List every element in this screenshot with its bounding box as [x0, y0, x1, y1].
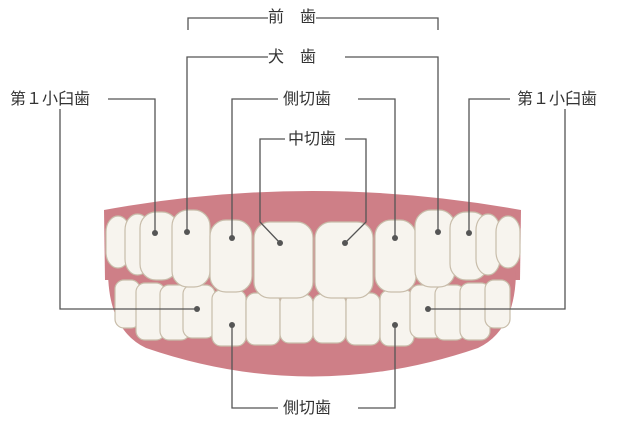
first-premolar-right-leader-line [428, 98, 566, 310]
leader-dot [194, 306, 200, 312]
lateral-incisor-lower-leader-line [231, 325, 396, 409]
label-lateral-incisor-lower: 側切歯 [283, 398, 332, 418]
lower-tooth-5 [211, 289, 247, 347]
leader-dot [435, 229, 441, 235]
label-first-premolar-right: 第１小臼歯 [517, 89, 598, 109]
upper-tooth-12 [495, 215, 521, 269]
label-first-premolar-left: 第１小臼歯 [10, 89, 91, 109]
leader-dot [184, 229, 190, 235]
lower-tooth-14 [484, 279, 511, 329]
upper-tooth-5 [209, 219, 253, 293]
lower-tooth-6 [245, 292, 281, 346]
lower-tooth-10 [379, 289, 415, 347]
leader-dot [466, 230, 472, 236]
upper-tooth-6 [253, 221, 314, 299]
leader-dot [152, 230, 158, 236]
leader-dot [342, 240, 348, 246]
leader-dot [425, 306, 431, 312]
upper-tooth-7 [314, 221, 374, 299]
leader-dot [277, 240, 283, 246]
leader-dot [229, 235, 235, 241]
leader-dot [392, 322, 398, 328]
upper-tooth-9 [414, 209, 456, 288]
upper-tooth-4 [171, 209, 211, 288]
label-central-incisor: 中切歯 [288, 129, 337, 149]
lateral-incisor-upper-leader-line [231, 98, 396, 238]
lower-tooth-7 [279, 293, 314, 344]
canine-leader-line [186, 56, 439, 232]
lower-tooth-8 [312, 293, 347, 344]
lower-tooth-9 [345, 292, 381, 346]
label-lateral-incisor-upper: 側切歯 [283, 89, 332, 109]
leader-dot [229, 322, 235, 328]
first-premolar-left-leader-line [59, 98, 197, 310]
central-incisor-leader-line [259, 138, 367, 244]
label-anterior-teeth: 前 歯 [268, 7, 317, 27]
leader-dot [392, 235, 398, 241]
lower-tooth-4 [182, 284, 216, 339]
label-canine: 犬 歯 [268, 47, 317, 67]
